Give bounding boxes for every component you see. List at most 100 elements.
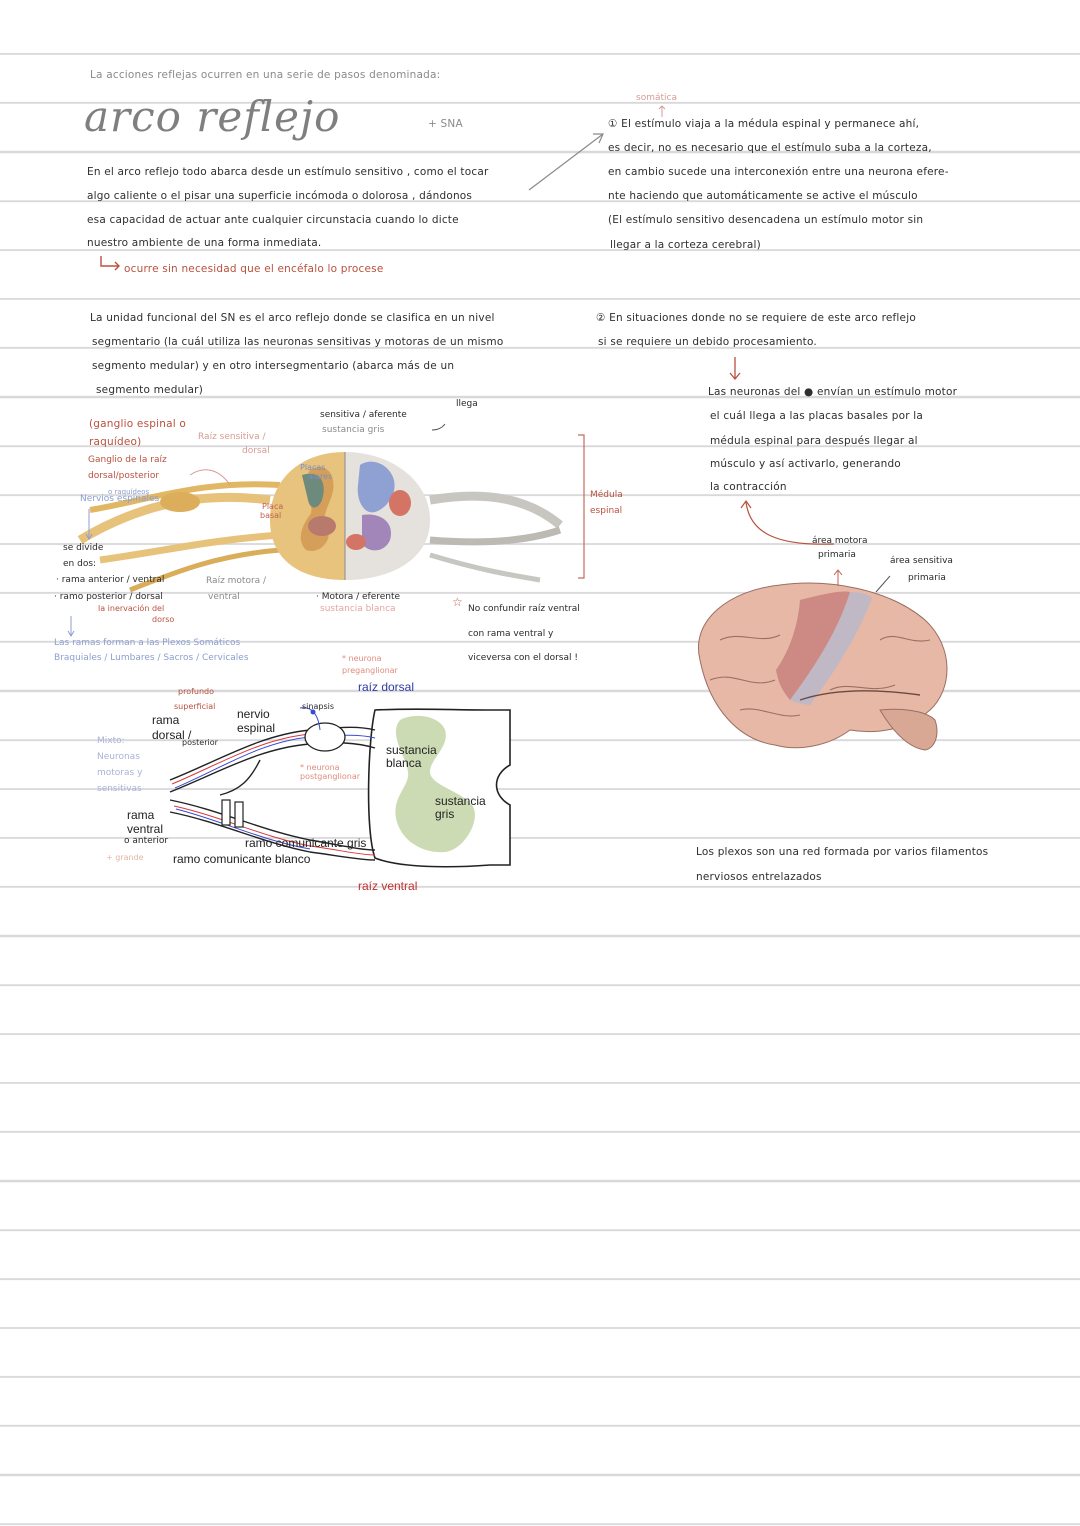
label-ramas-forman: Las ramas forman a las Plexos Somáticos: [54, 638, 241, 648]
label-nervio-espinal: espinal: [237, 721, 276, 735]
label-rama-posterior: · ramo posterior / dorsal: [54, 592, 163, 602]
label-area-sensitiva: primaria: [908, 573, 946, 583]
label-placa-basal: Placa: [262, 502, 284, 511]
label-ganglio: raquídeo): [89, 436, 142, 448]
page-title: arco reflejo: [84, 92, 341, 141]
para1-line: esa capacidad de actuar ante cualquier c…: [87, 214, 459, 226]
label-neurona-pre: preganglionar: [342, 666, 398, 675]
label-ganglio-raiz: dorsal/posterior: [88, 471, 160, 481]
para2-line: segmento medular) y en otro intersegment…: [92, 360, 455, 372]
label-nervios-espinales: Nervios espinales: [80, 494, 160, 504]
down-arrow-icon: [67, 616, 75, 637]
label-mixto: sensitivas: [97, 784, 142, 794]
bracket-icon: [578, 434, 585, 579]
label-rama-dorsal: dorsal /: [152, 728, 192, 742]
step1-line: es decir, no es necesario que el estímul…: [608, 142, 932, 154]
para2-line: La unidad funcional del SN es el arco re…: [90, 312, 495, 324]
label-neurona-pre: * neurona: [342, 654, 382, 663]
label-raiz-motora: Raíz motora /: [206, 576, 267, 586]
label-rama-anterior: · rama anterior / ventral: [56, 575, 165, 585]
spinal-cord-illustration: [77, 423, 563, 593]
label-raiz-sensitiva: dorsal: [242, 446, 270, 456]
title-tag: + SNA: [428, 118, 463, 130]
label-posterior: posterior: [182, 738, 218, 747]
label-raiz-ventral: raíz ventral: [358, 879, 418, 893]
label-ganglio-raiz: Ganglio de la raíz: [88, 455, 167, 465]
plexos-line: nerviosos entrelazados: [696, 871, 822, 883]
step2-line: si se requiere un debido procesamiento.: [598, 336, 817, 348]
label-grande: + grande: [106, 853, 144, 862]
label-no-confundir: viceversa con el dorsal !: [468, 653, 578, 663]
label-llega: llega: [456, 399, 478, 409]
label-ganglio: (ganglio espinal o: [89, 418, 186, 430]
label-rama-posterior-text: ramo posterior / dorsal: [59, 592, 163, 602]
label-no-confundir: con rama ventral y: [468, 629, 554, 639]
somatica-label: somática: [636, 93, 677, 103]
label-medula: espinal: [590, 506, 623, 516]
para2-line: segmentario (la cuál utiliza las neurona…: [92, 336, 504, 348]
brain-illustration: [698, 569, 948, 751]
label-ramas-forman: Braquiales / Lumbares / Sacros / Cervica…: [54, 653, 249, 663]
label-nervio-espinal: nervio: [237, 707, 270, 721]
label-sustancia-gris: sustancia gris: [322, 425, 385, 435]
label-placa-basal: basal: [260, 511, 282, 520]
label-se-divide: en dos:: [63, 559, 97, 569]
label-rama-ventral: ventral: [127, 822, 164, 836]
step2-detail-line: Las neuronas del ● envían un estímulo mo…: [708, 386, 958, 398]
step2-line: ② En situaciones donde no se requiere de…: [596, 312, 916, 324]
label-sustancia-blanca-2: sustancia: [386, 743, 437, 757]
label-sustancia-blanca: sustancia blanca: [320, 604, 396, 614]
label-mixto: Mixto:: [97, 736, 125, 746]
label-sustancia-blanca-2: blanca: [386, 756, 422, 770]
curved-arrow-icon: [740, 499, 835, 545]
step1-line: ① El estímulo viaja a la médula espinal …: [608, 118, 920, 130]
label-sustancia-gris-2: gris: [435, 807, 455, 821]
para2-line: segmento medular): [96, 384, 203, 396]
para1-line: nuestro ambiente de una forma inmediata.: [87, 237, 322, 249]
label-inervacion: la inervación del: [98, 604, 165, 613]
label-rama-anterior-text: rama anterior / ventral: [61, 575, 165, 585]
label-sustancia-gris-2: sustancia: [435, 794, 486, 808]
label-motora-text: Motora / eferente: [321, 592, 401, 602]
label-raquideos: o raquídeos: [108, 488, 150, 496]
up-arrow-icon: [658, 105, 666, 117]
label-ramo-gris: ramo comunicante gris: [245, 836, 367, 850]
curved-arrow-icon: [100, 256, 120, 271]
label-superficial: superficial: [174, 702, 216, 711]
spinal-nerve-diagram: [169, 707, 511, 868]
label-medula: Médula: [590, 490, 623, 500]
star-icon: ☆: [452, 595, 463, 609]
para1-note: ocurre sin necesidad que el encéfalo lo …: [124, 263, 384, 275]
pointer-arrow-icon: [528, 133, 604, 191]
label-placas-alares: alares: [308, 472, 333, 481]
down-arrow-icon: [85, 509, 93, 540]
para1-line: algo caliente o el pisar una superficie …: [87, 190, 473, 202]
label-se-divide: se divide: [63, 543, 104, 553]
label-motora: · Motora / eferente: [316, 592, 401, 602]
label-inervacion: dorso: [152, 615, 175, 624]
label-mixto: Neuronas: [97, 752, 140, 762]
label-raiz-motora: ventral: [208, 592, 240, 602]
step2-detail-line: médula espinal para después llegar al: [710, 435, 918, 447]
intro-text: La acciones reflejas ocurren en una seri…: [90, 69, 441, 81]
label-area-motora: área motora: [812, 536, 868, 546]
step1-line: llegar a la corteza cerebral): [610, 239, 761, 251]
label-sensitiva: sensitiva / aferente: [320, 410, 407, 420]
step2-detail-line: músculo y así activarlo, generando: [710, 458, 901, 470]
step1-line: (El estímulo sensitivo desencadena un es…: [608, 214, 924, 226]
down-arrow-icon: [729, 357, 741, 381]
label-rama-ventral: rama: [127, 808, 155, 822]
label-placas-alares: Placas: [300, 463, 326, 472]
label-no-confundir: No confundir raíz ventral: [468, 604, 580, 614]
para1-line: En el arco reflejo todo abarca desde un …: [87, 166, 489, 178]
label-ramo-blanco: ramo comunicante blanco: [173, 852, 311, 866]
label-rama-dorsal: rama: [152, 713, 180, 727]
step2-detail-line: el cuál llega a las placas basales por l…: [710, 410, 924, 422]
label-raiz-sensitiva: Raíz sensitiva /: [198, 432, 266, 442]
step1-line: nte haciendo que automáticamente se acti…: [608, 190, 918, 202]
label-raiz-dorsal: raíz dorsal: [358, 680, 415, 694]
label-area-motora: primaria: [818, 550, 856, 560]
label-neurona-post: * neurona: [300, 763, 340, 772]
label-sinapsis: sinapsis: [302, 702, 334, 711]
